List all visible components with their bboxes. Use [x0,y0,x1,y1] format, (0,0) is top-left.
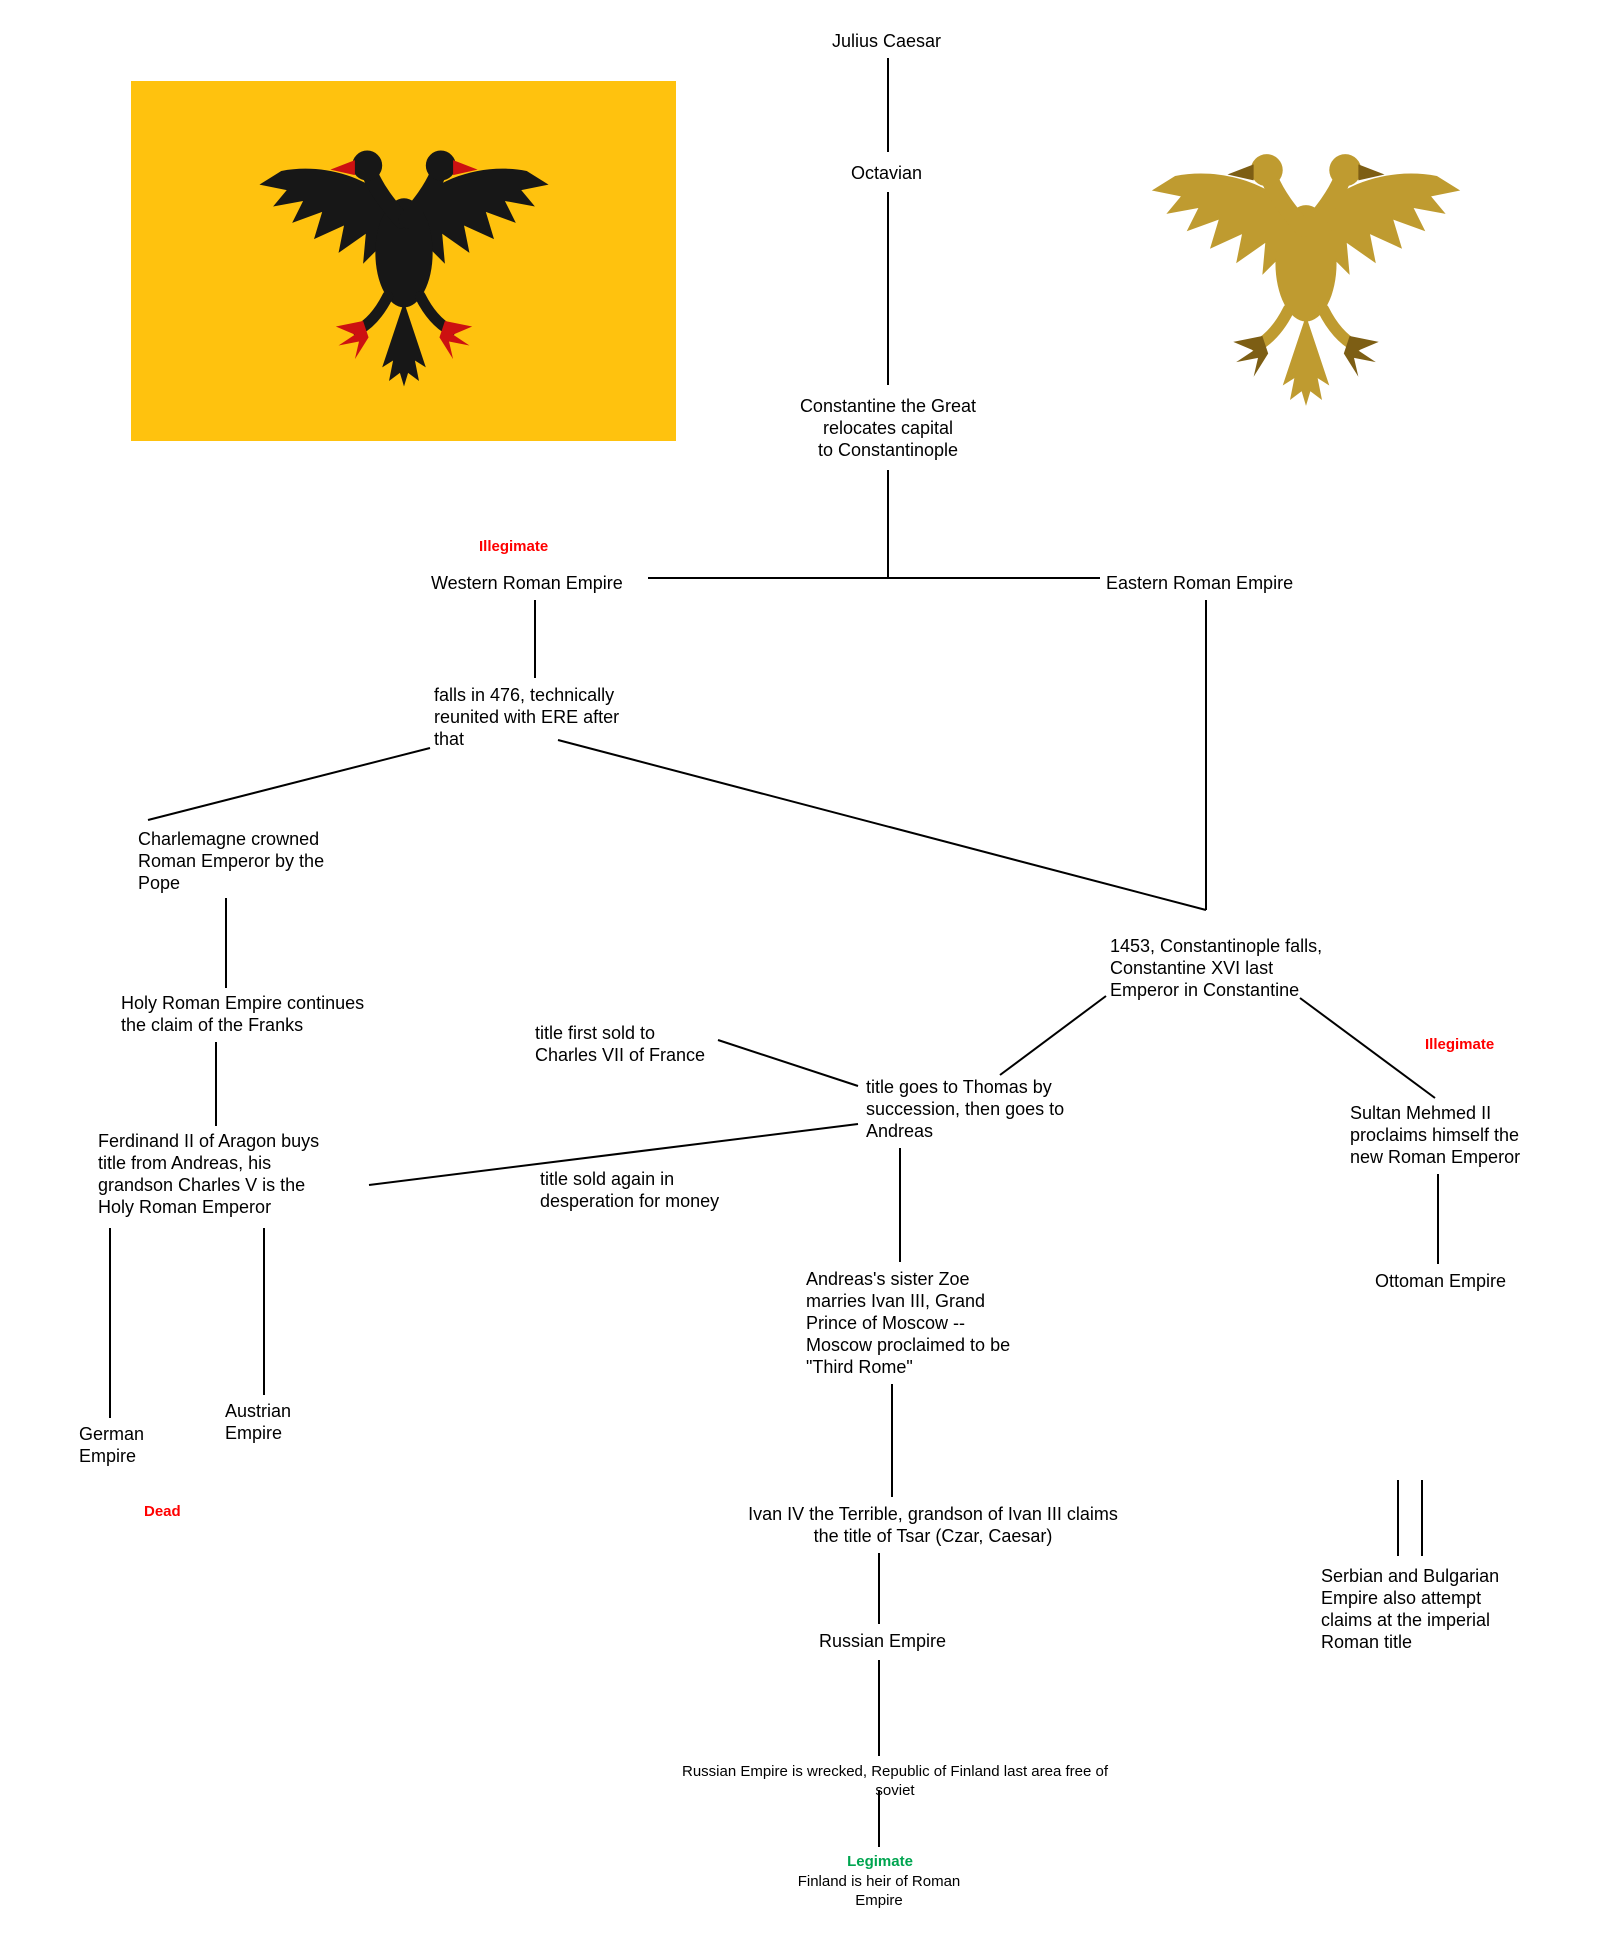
node-julius-caesar: Julius Caesar [832,31,942,51]
node-austrian-empire: Austrian Empire [225,1401,292,1443]
node-constantine: Constantine the Great relocates capital … [799,396,977,460]
edge-falls-charlemagne [147,747,431,821]
label-legimate: Legimate [847,1853,913,1870]
node-sultan-mehmed: Sultan Mehmed II proclaims himself the n… [1350,1103,1521,1167]
node-falls-476: falls in 476, technically reunited with … [434,685,620,749]
node-russian-wrecked: Russian Empire is wrecked, Republic of F… [681,1763,1109,1799]
node-charlemagne: Charlemagne crowned Roman Emperor by the… [138,829,325,893]
node-eastern-roman-empire: Eastern Roman Empire [1106,573,1294,593]
edge-1453-sultan [1299,997,1436,1099]
node-serbian-bulgarian: Serbian and Bulgarian Empire also attemp… [1321,1566,1500,1652]
label-illegimate-west: Illegimate [479,538,549,555]
label-dead: Dead [144,1503,181,1520]
double-headed-eagle-icon [234,111,574,411]
node-hre-franks: Holy Roman Empire continues the claim of… [121,993,365,1035]
node-ivan-iv: Ivan IV the Terrible, grandson of Ivan I… [748,1504,1118,1546]
node-octavian: Octavian [851,163,923,183]
node-1453-fall: 1453, Constantinople falls, Constantine … [1110,936,1323,1000]
edge-falls-ere [557,739,1207,911]
node-title-first-sold: title first sold to Charles VII of Franc… [535,1023,706,1065]
edge-1453-thomas [999,995,1107,1076]
node-ferdinand: Ferdinand II of Aragon buys title from A… [98,1131,320,1217]
node-zoe-ivan-iii: Andreas's sister Zoe marries Ivan III, G… [806,1269,1011,1377]
edge-firstsold-thomas [717,1039,859,1087]
node-title-sold-again: title sold again in desperation for mone… [540,1169,720,1211]
node-german-empire: German Empire [79,1424,145,1466]
holy-roman-empire-flag [131,81,676,441]
node-russian-empire: Russian Empire [819,1631,947,1651]
byzantine-double-headed-eagle-icon [1131,112,1481,432]
node-finland-heir: Finland is heir of Roman Empire [797,1873,961,1909]
label-illegimate-ottoman: Illegimate [1425,1036,1495,1053]
node-thomas: title goes to Thomas by succession, then… [866,1077,1065,1141]
edge-soldagain-thomas [368,1123,859,1186]
node-western-roman-empire: Western Roman Empire [431,573,623,593]
node-ottoman-empire: Ottoman Empire [1375,1271,1507,1291]
